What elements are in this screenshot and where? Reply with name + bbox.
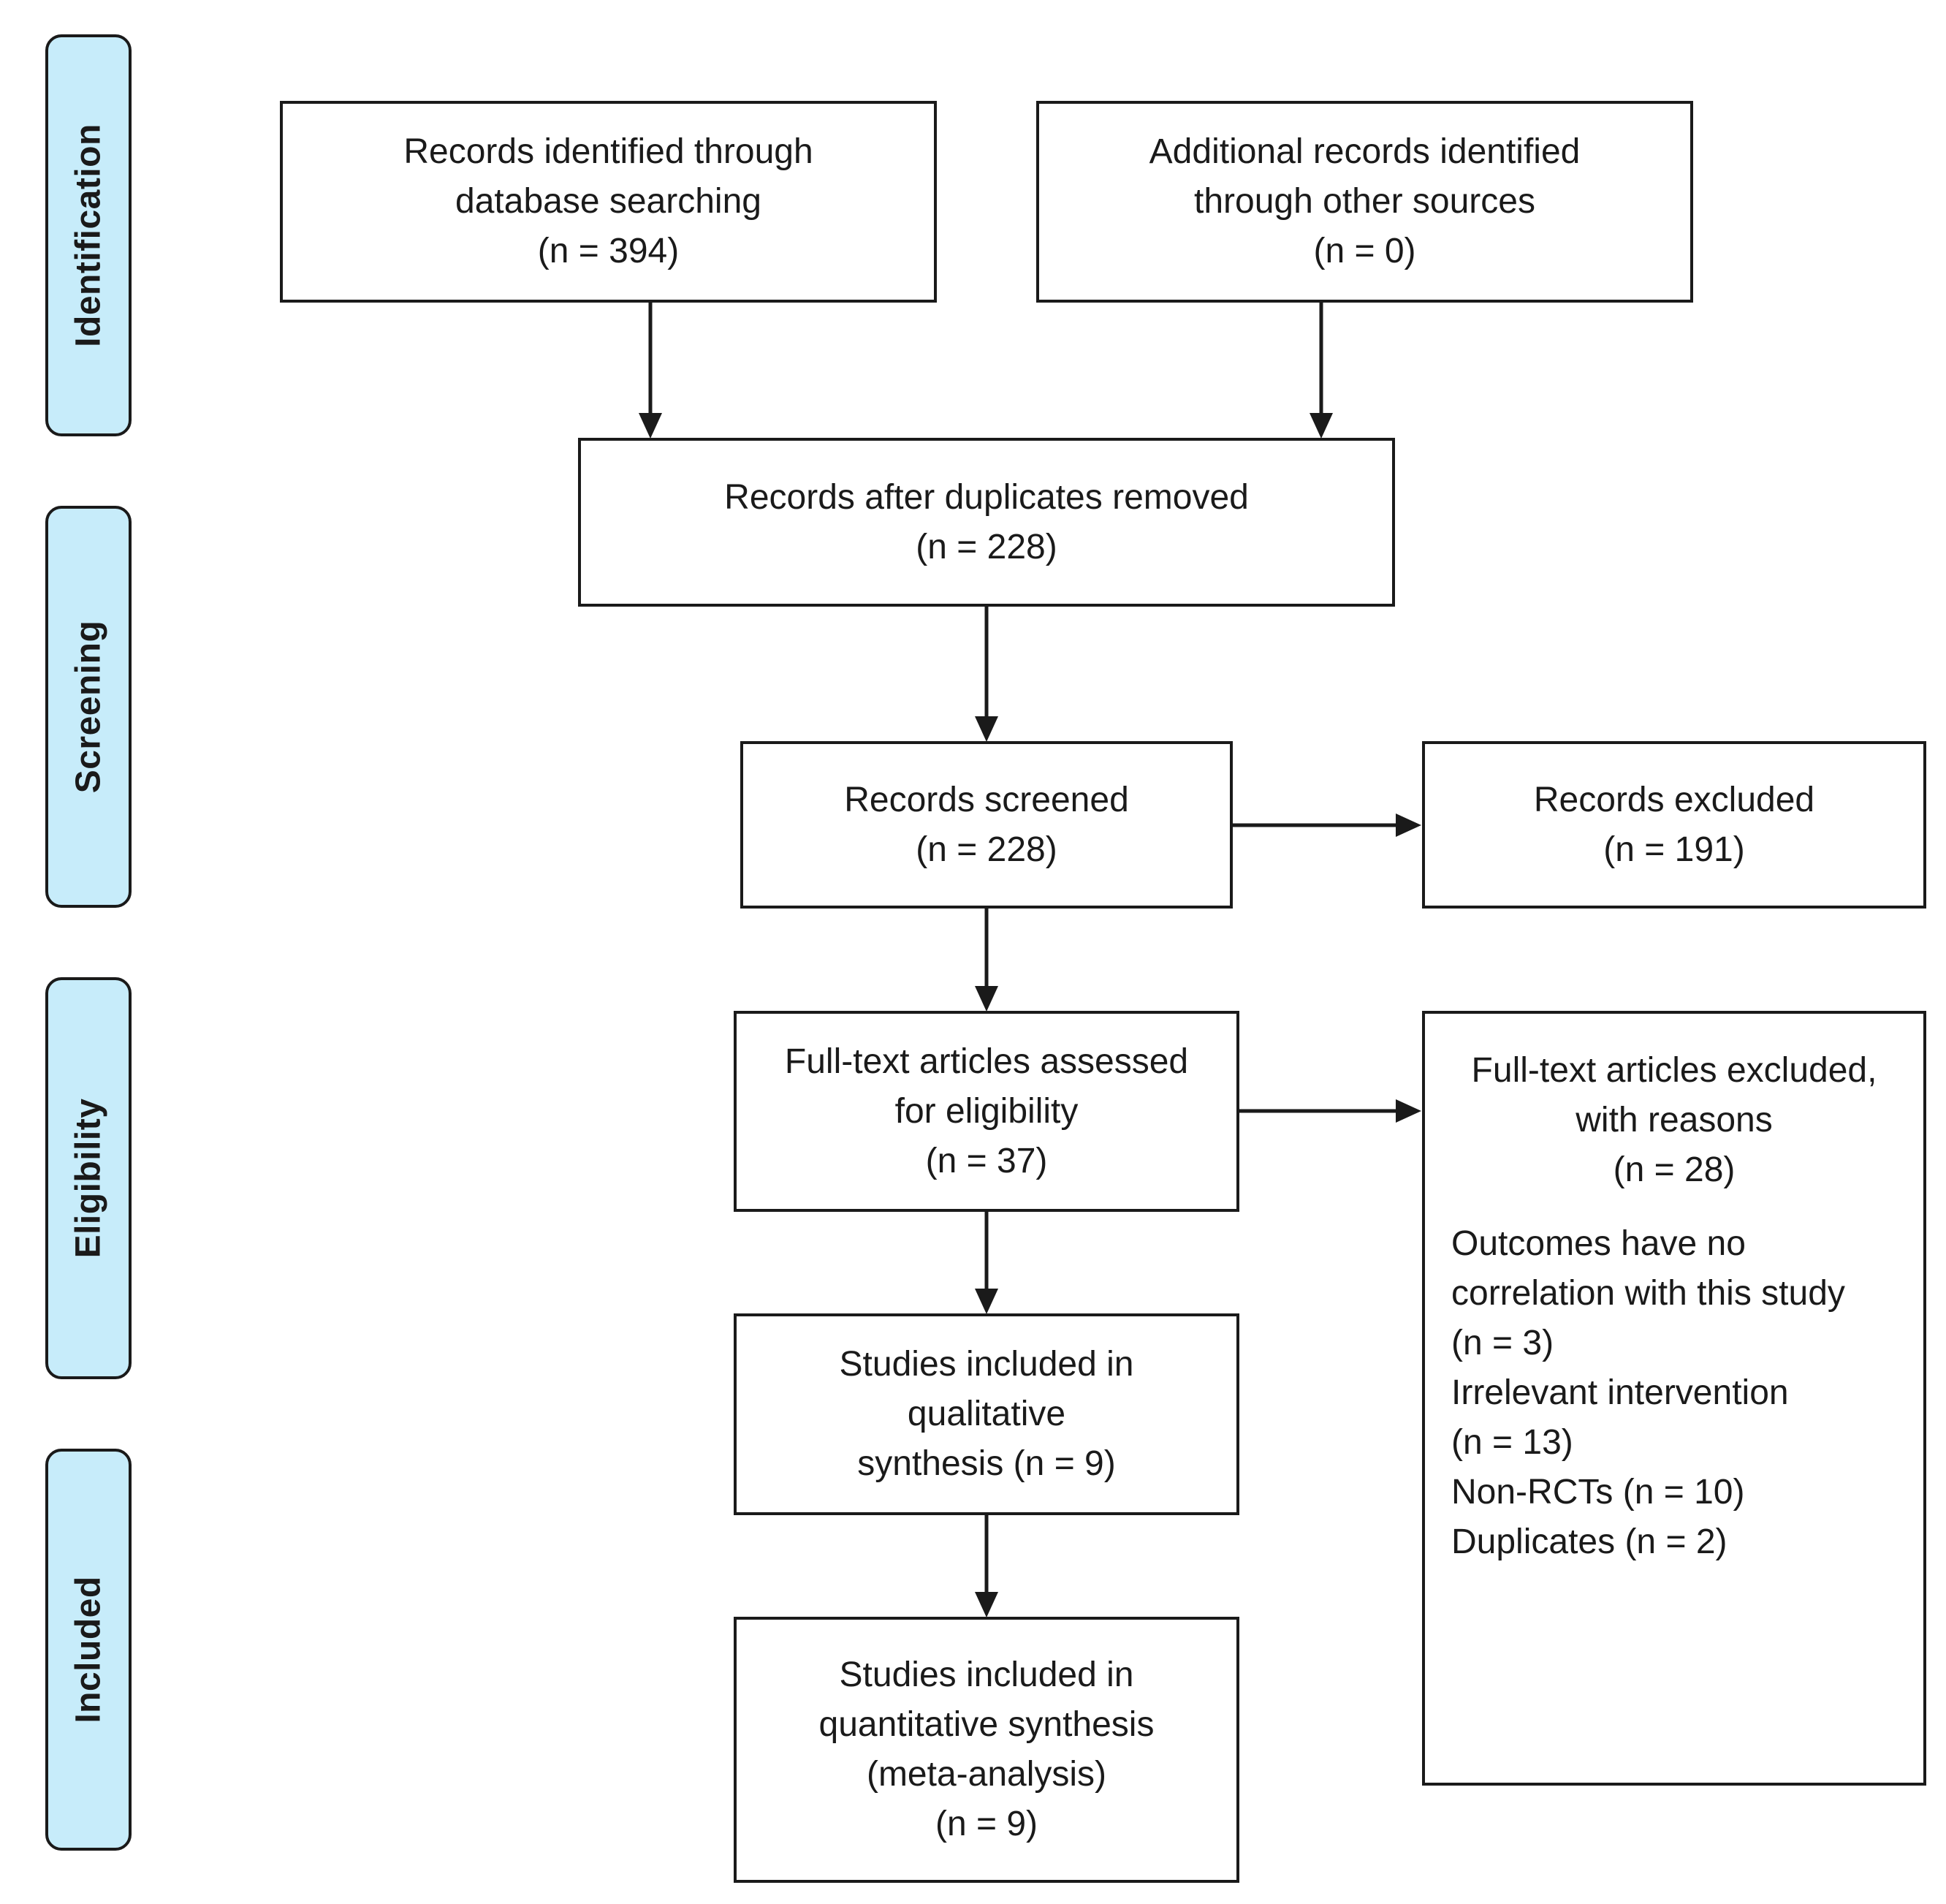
fulltext-assessed-line-1: Full-text articles assessed [784, 1042, 1189, 1081]
box-fulltext-assessed: Full-text articles assessed for eligibil… [734, 1011, 1239, 1212]
reason-line: Outcomes have no [1451, 1224, 1746, 1263]
box-fulltext-excluded: Full-text articles excluded, with reason… [1422, 1011, 1926, 1786]
fulltext-assessed-line-2: for eligibility [894, 1091, 1079, 1131]
database-count: (n = 394) [537, 232, 680, 270]
arrowhead-screened-to-excluded [1396, 813, 1421, 837]
phase-screening: Screening [45, 506, 132, 908]
reason-line: Irrelevant intervention [1451, 1373, 1789, 1412]
other-sources-line-1: Additional records identified [1149, 132, 1581, 171]
box-other-sources: Additional records identified through ot… [1036, 101, 1693, 303]
fulltext-excluded-header: Full-text articles excluded, with reason… [1425, 1046, 1923, 1195]
quantitative-line-1: Studies included in [839, 1655, 1134, 1694]
excluded-label: Records excluded [1533, 780, 1815, 819]
quantitative-line-2: quantitative synthesis [818, 1705, 1155, 1744]
after-duplicates-count: (n = 228) [916, 527, 1057, 566]
excluded-count: (n = 191) [1603, 830, 1745, 869]
arrowhead-screened-to-fulltext [975, 986, 998, 1012]
fulltext-assessed-count: (n = 37) [925, 1141, 1048, 1180]
reason-line: Non-RCTs (n = 10) [1451, 1473, 1745, 1512]
arrowhead-database-to-dedup [639, 413, 662, 439]
exclusion-reasons-list: Outcomes have no correlation with this s… [1425, 1219, 1923, 1567]
database-line-1: Records identified through [403, 132, 813, 171]
box-after-duplicates: Records after duplicates removed (n = 22… [578, 438, 1395, 607]
box-records-screened: Records screened (n = 228) [740, 741, 1233, 909]
qualitative-line-1: Studies included in [839, 1345, 1134, 1384]
phase-eligibility: Eligibility [45, 977, 132, 1379]
other-sources-count: (n = 0) [1313, 232, 1416, 270]
reason-line: (n = 3) [1451, 1324, 1554, 1362]
quantitative-count: (n = 9) [935, 1805, 1038, 1843]
arrowhead-fulltext-to-excluded [1396, 1099, 1421, 1123]
phase-identification: Identification [45, 34, 132, 436]
reason-line: Duplicates (n = 2) [1451, 1522, 1728, 1561]
qualitative-line-2: qualitative [907, 1395, 1066, 1433]
fulltext-excluded-line-2: with reasons [1576, 1101, 1773, 1139]
database-line-2: database searching [455, 182, 761, 221]
screened-count: (n = 228) [916, 830, 1057, 869]
arrowhead-dedup-to-screened [975, 716, 998, 742]
phase-included: Included [45, 1449, 132, 1851]
fulltext-excluded-count: (n = 28) [1613, 1150, 1736, 1189]
arrowhead-qualitative-to-quantitative [975, 1592, 998, 1617]
other-sources-line-2: through other sources [1194, 182, 1535, 221]
fulltext-excluded-line-1: Full-text articles excluded, [1471, 1051, 1877, 1090]
qualitative-line-3: synthesis (n = 9) [857, 1444, 1116, 1483]
box-quantitative-synthesis: Studies included in quantitative synthes… [734, 1617, 1239, 1883]
arrowhead-fulltext-to-qualitative [975, 1289, 998, 1314]
reason-line: (n = 13) [1451, 1423, 1573, 1462]
quantitative-line-3: (meta-analysis) [866, 1755, 1107, 1794]
reason-line: correlation with this study [1451, 1274, 1845, 1313]
box-database-search: Records identified through database sear… [280, 101, 937, 303]
arrowhead-other-to-dedup [1310, 413, 1333, 439]
screened-label: Records screened [844, 780, 1129, 819]
box-qualitative-synthesis: Studies included in qualitative synthesi… [734, 1313, 1239, 1515]
box-records-excluded: Records excluded (n = 191) [1422, 741, 1926, 909]
after-duplicates-label: Records after duplicates removed [724, 477, 1249, 517]
